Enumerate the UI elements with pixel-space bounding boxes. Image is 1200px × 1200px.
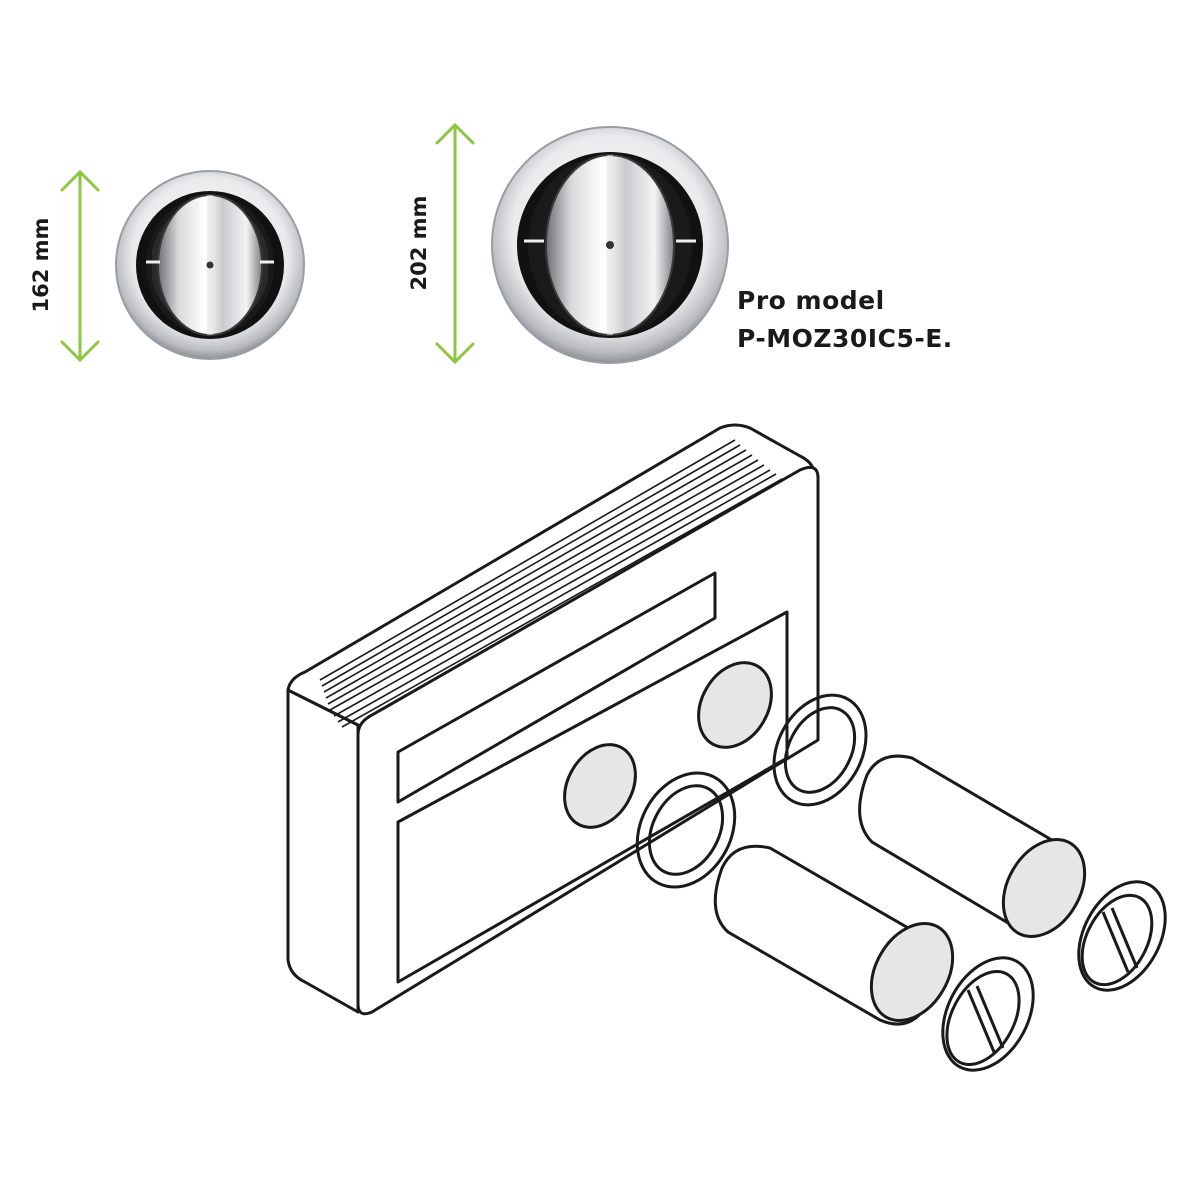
end-cap-rear-icon [1077,880,1167,992]
seal-ring-left-icon [635,771,737,889]
ventilation-unit-illustration [286,423,820,1016]
small-vent-icon [115,170,305,360]
height-arrow-small [60,169,100,363]
end-cap-front-icon [941,956,1035,1072]
large-vent-icon [491,126,729,364]
seal-ring-right-icon [772,693,868,807]
model-caption: Pro model P-MOZ30IC5-E. [737,282,953,358]
large-vent-height-label: 202 mm [407,195,431,291]
duct-pipe-rear-icon [858,754,1087,938]
small-vent-height-label: 162 mm [29,217,53,313]
height-arrow-large [435,122,475,365]
model-caption-line1: Pro model [737,286,885,315]
duct-pipe-front-icon [713,844,955,1026]
model-caption-line2: P-MOZ30IC5-E. [737,324,953,353]
